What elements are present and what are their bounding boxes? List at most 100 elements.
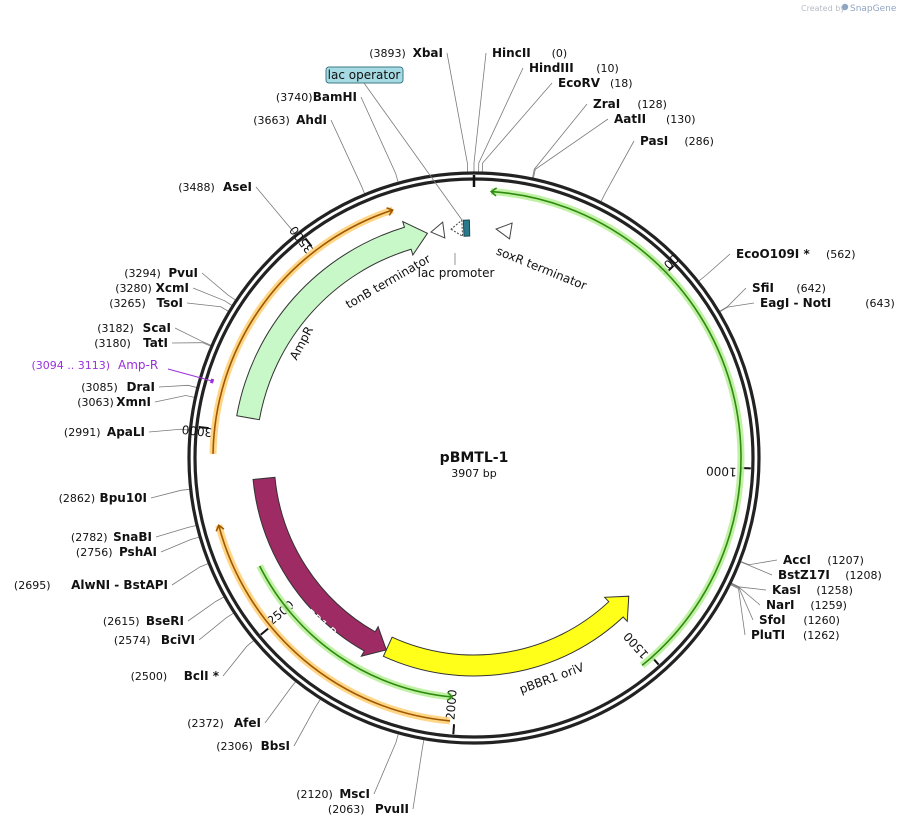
enzyme-site[interactable]: AatII(130) [614,112,696,126]
enzyme-name: SfoI [759,613,786,627]
feature-tonb-terminator[interactable] [430,221,446,239]
enzyme-site[interactable]: EcoRV(18) [558,76,633,90]
primer-orange-bottom[interactable] [217,525,451,722]
enzyme-site[interactable]: PvuII(2063) [328,802,409,816]
enzyme-site[interactable]: EcoO109I *(562) [736,247,856,261]
enzyme-leader [198,612,234,641]
enzyme-position: (3294) [124,267,161,280]
enzyme-site[interactable]: BbsI(2306) [216,739,290,753]
enzyme-position: (3180) [94,337,131,350]
enzyme-name: ApaLI [107,425,145,439]
enzyme-leader [148,428,190,433]
enzyme-site[interactable]: AccI(1207) [783,553,864,567]
enzyme-site[interactable]: AfeI(2372) [187,716,261,730]
feature-lac-promoter[interactable] [450,219,464,238]
feature-pbbr1-oriv[interactable] [382,595,630,677]
enzyme-site[interactable]: XbaI(3893) [369,46,443,60]
watermark: Created by SnapGene [801,3,897,14]
enzyme-name: BciVI [161,633,195,647]
enzyme-site[interactable]: XcmI(3280) [115,281,189,295]
enzyme-leader [473,52,487,172]
primer-green-right[interactable] [491,190,742,667]
enzyme-site[interactable]: XmnI(3063) [77,395,151,409]
soxr-terminator-label[interactable]: soxR terminator [494,244,589,293]
feature-soxr-terminator[interactable] [495,222,513,240]
enzyme-name: EagI - NotI [760,296,831,310]
enzyme-site[interactable]: BstZ17I(1208) [778,568,882,582]
enzyme-position: (3488) [178,181,215,194]
enzyme-site[interactable]: KasI(1258) [772,583,853,597]
enzyme-site[interactable]: AlwNI - BstAPI(2695) [14,578,168,592]
watermark-prefix: Created by [801,4,845,13]
enzyme-position: (10) [596,62,619,75]
enzyme-site[interactable]: BciVI(2574) [114,633,195,647]
feature-lac-operator[interactable] [462,219,471,237]
enzyme-site[interactable]: BamHI(3740) [276,90,357,104]
enzyme-position: (1208) [845,569,882,582]
enzyme-leader [478,67,524,173]
enzyme-name: Bpu10I [100,491,147,505]
enzyme-name: AlwNI - BstAPI [71,578,168,592]
enzyme-site[interactable]: EagI - NotI(643) [760,296,895,310]
ruler-tick [260,627,270,636]
enzyme-position: (3663) [253,114,290,127]
enzyme-position: (3893) [369,47,406,60]
enzyme-site[interactable]: DraI(3085) [81,380,155,394]
enzyme-position: (2372) [187,717,224,730]
enzyme-site[interactable]: NarI(1259) [766,598,847,612]
enzyme-name: SnaBI [113,530,152,544]
enzyme-site[interactable]: BclI *(2500) [131,669,220,683]
feature-ampr[interactable] [236,220,429,421]
feature-arrows [167,219,630,677]
enzyme-name: KasI [772,583,801,597]
enzyme-leader [360,96,399,183]
enzyme-position: (2063) [328,803,365,816]
enzyme-site[interactable]: TatI(3180) [94,336,168,350]
enzyme-position: (1259) [810,599,847,612]
enzyme-site[interactable]: AseI(3488) [178,180,252,194]
enzyme-site[interactable]: ApaLI(2991) [64,425,145,439]
enzyme-site[interactable]: HincII(0) [492,46,567,60]
enzyme-leader [158,384,197,388]
enzyme-site[interactable]: MscI(2120) [296,787,370,801]
enzyme-site[interactable]: PluTI(1262) [751,628,840,642]
enzyme-site[interactable]: ScaI(3182) [97,321,171,335]
enzyme-site[interactable]: SfiI(642) [752,281,826,295]
primer-green-right-head-icon [489,187,498,197]
feature-pbbr1-rep[interactable] [252,476,387,657]
enzyme-leader [201,272,236,301]
enzyme-position: (2756) [76,546,113,559]
primer-green-bottom-head-icon [446,692,454,702]
enzyme-position: (642) [796,282,826,295]
enzyme-leader [719,287,747,312]
enzyme-site[interactable]: BseRI(2615) [103,614,184,628]
ruler-tick [198,426,209,430]
enzyme-site[interactable]: TsoI(3265) [109,296,183,310]
plasmid-length: 3907 bp [451,467,496,480]
enzyme-name: EcoO109I * [736,247,810,261]
enzyme-site[interactable]: SfoI(1260) [759,613,840,627]
primer-green-bottom[interactable] [258,565,453,698]
amp-r-primer-label[interactable]: (3094 .. 3113) Amp-R [31,358,158,372]
primer-orange-left[interactable] [212,209,393,454]
enzyme-position: (2862) [59,492,96,505]
enzyme-site[interactable]: SnaBI(2782) [71,530,152,544]
enzyme-site[interactable]: Bpu10I (2862) [59,491,147,505]
enzyme-leader [186,302,229,312]
enzyme-site[interactable]: AhdI(3663) [253,113,327,127]
enzyme-position: (286) [684,135,714,148]
lac-promoter-label[interactable]: lac promoter [418,266,495,280]
enzyme-site[interactable]: HindIII(10) [529,61,619,75]
enzyme-site[interactable]: ZraI(128) [593,97,667,111]
enzyme-name: XmnI [116,395,151,409]
enzyme-leader [330,119,366,194]
enzyme-site[interactable]: PvuI(3294) [124,266,198,280]
amp-r-primer-mark[interactable] [210,378,215,384]
enzyme-name: PluTI [751,628,785,642]
enzyme-position: (2120) [296,788,333,801]
ruler-tick-label: 1500 [621,629,652,661]
lac-operator-label[interactable]: lac operator [325,66,404,84]
enzyme-site[interactable]: PshAI(2756) [76,545,157,559]
enzyme-site[interactable]: PasI(286) [640,134,714,148]
